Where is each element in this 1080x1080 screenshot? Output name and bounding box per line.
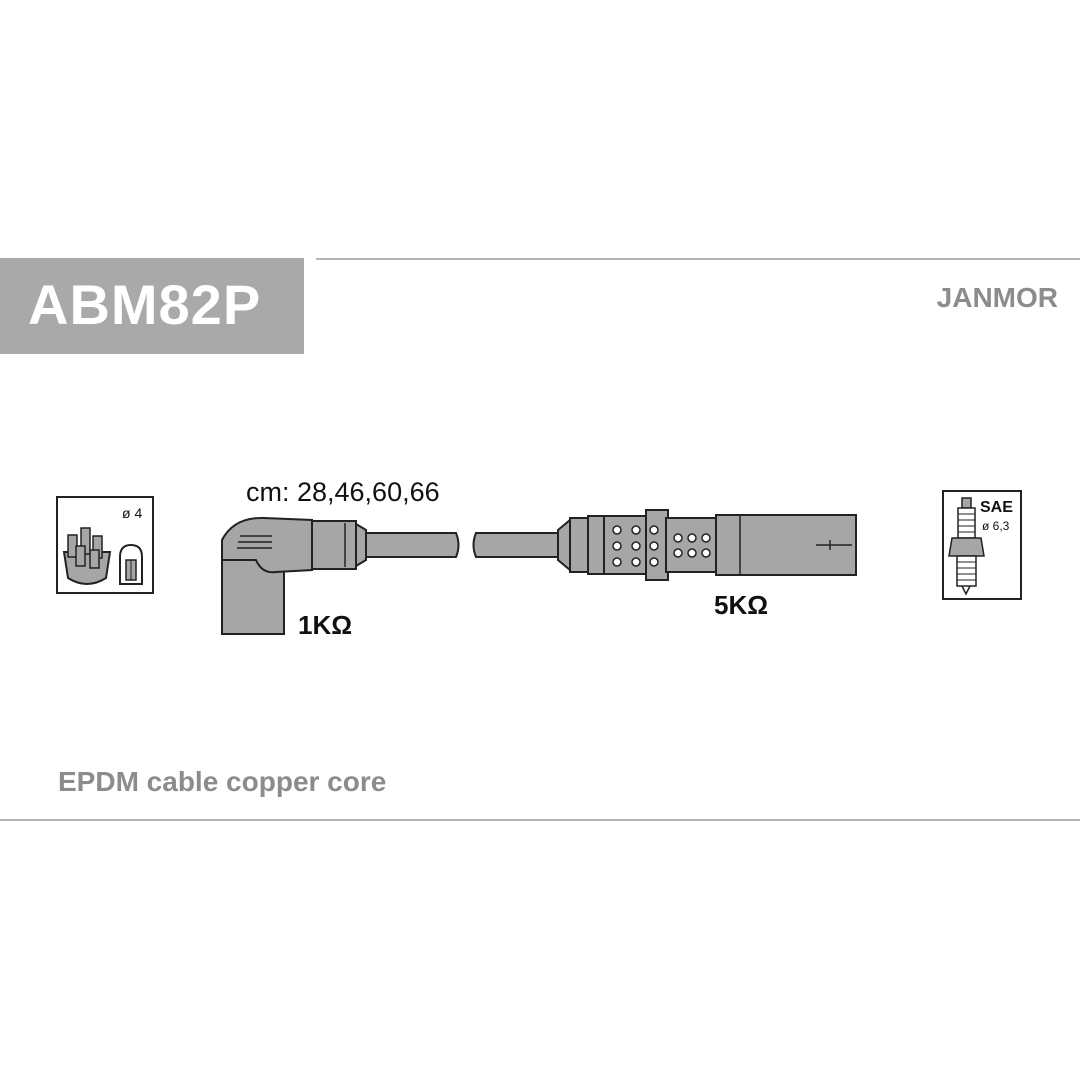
distributor-symbol: ø 4 <box>122 505 142 521</box>
resistance-left-label: 1KΩ <box>298 610 353 640</box>
brand-name: JANMOR <box>936 282 1058 313</box>
top-divider <box>316 258 1080 260</box>
part-number: ABM82P <box>28 273 262 336</box>
spark-plug-symbol: ø 6,3 <box>982 519 1010 533</box>
material-description: EPDM cable copper core <box>58 766 387 797</box>
part-number-box: ABM82P <box>0 258 304 354</box>
cable <box>365 532 559 558</box>
distributor-icon: ø 4 <box>56 496 154 594</box>
bottom-divider <box>0 819 1080 821</box>
resistance-right-label: 5KΩ <box>714 590 769 620</box>
cable-lengths-label: cm: 28,46,60,66 <box>246 477 440 507</box>
left-boot <box>221 516 367 635</box>
spark-plug-label: SAE <box>980 499 1013 516</box>
spark-plug-icon: SAE ø 6,3 <box>942 490 1022 600</box>
right-connector <box>557 509 857 581</box>
